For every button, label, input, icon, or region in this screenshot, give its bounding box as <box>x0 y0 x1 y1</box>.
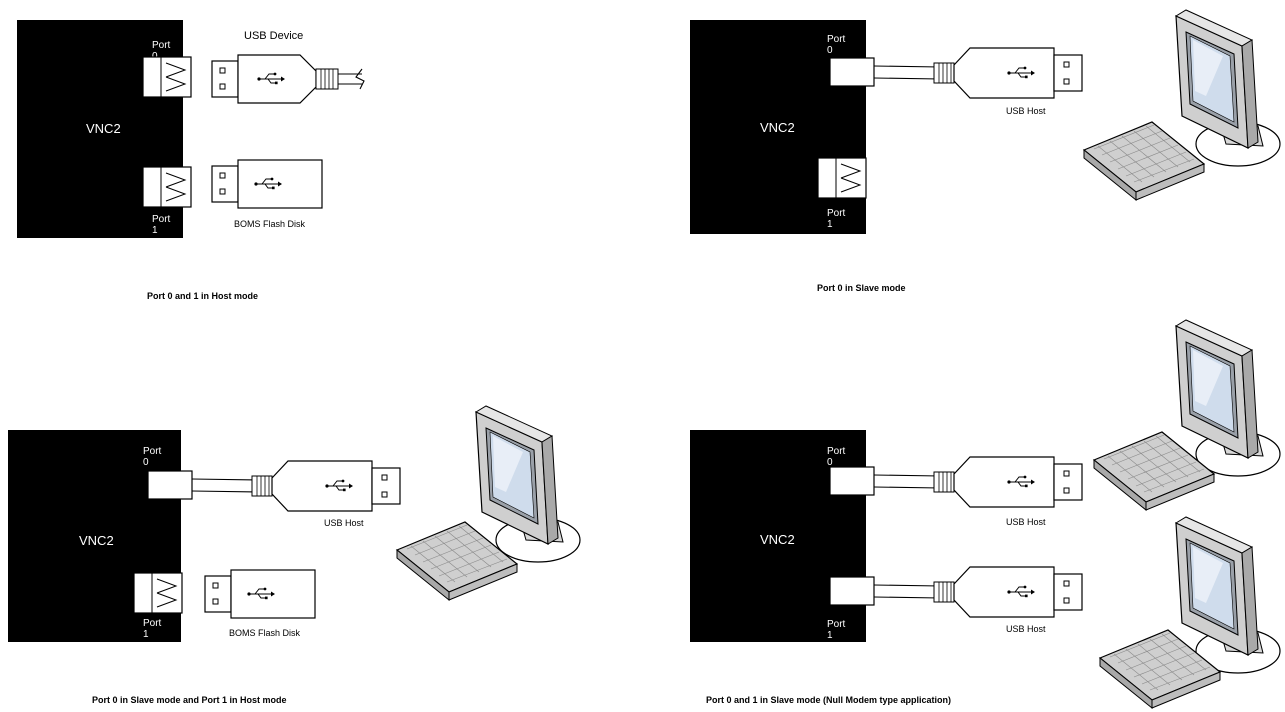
vnc2-chip <box>690 430 866 642</box>
usb-host-label-port0: USB Host <box>1006 517 1046 527</box>
caption-slave-host-mode: Port 0 in Slave mode and Port 1 in Host … <box>92 695 287 705</box>
port0-receptacle <box>142 56 192 98</box>
chip-label: VNC2 <box>760 532 795 547</box>
usb-host-cable <box>148 471 408 521</box>
flash-disk <box>205 570 317 620</box>
chip-label: VNC2 <box>760 120 795 135</box>
caption-slave-mode: Port 0 in Slave mode <box>817 283 906 293</box>
port1-label: Port 1 <box>152 214 171 236</box>
port0-label: Port 0 <box>827 34 846 56</box>
caption-host-mode: Port 0 and 1 in Host mode <box>147 291 259 301</box>
port0-label: Port 0 <box>143 446 162 468</box>
port1-label: Port 1 <box>827 208 846 230</box>
flash-disk <box>212 160 324 210</box>
usb-host-cable <box>830 58 1090 108</box>
port1-receptacle <box>142 166 192 208</box>
usb-host-label-port1: USB Host <box>1006 624 1046 634</box>
flash-disk-label: BOMS Flash Disk <box>229 628 301 638</box>
keyboard-icon <box>1083 121 1205 201</box>
usb-host-label: USB Host <box>324 518 364 528</box>
port1-receptacle <box>817 157 867 199</box>
usb-host-cable-port1 <box>830 577 1090 627</box>
port1-label: Port 1 <box>827 619 846 641</box>
port1-receptacle <box>133 572 183 614</box>
keyboard-icon <box>396 521 518 601</box>
port1-label: Port 1 <box>143 618 162 640</box>
keyboard-icon <box>1099 629 1221 709</box>
flash-disk-label: BOMS Flash Disk <box>234 219 306 229</box>
chip-label: VNC2 <box>86 121 121 136</box>
usb-host-label: USB Host <box>1006 106 1046 116</box>
usb-device-cable <box>212 55 372 105</box>
usb-device-label: USB Device <box>244 30 304 42</box>
caption-null-modem: Port 0 and 1 in Slave mode (Null Modem t… <box>706 695 952 705</box>
usb-host-cable-port0 <box>830 467 1090 517</box>
chip-label: VNC2 <box>79 533 114 548</box>
port0-label: Port 0 <box>827 446 846 468</box>
keyboard-icon <box>1093 431 1215 511</box>
